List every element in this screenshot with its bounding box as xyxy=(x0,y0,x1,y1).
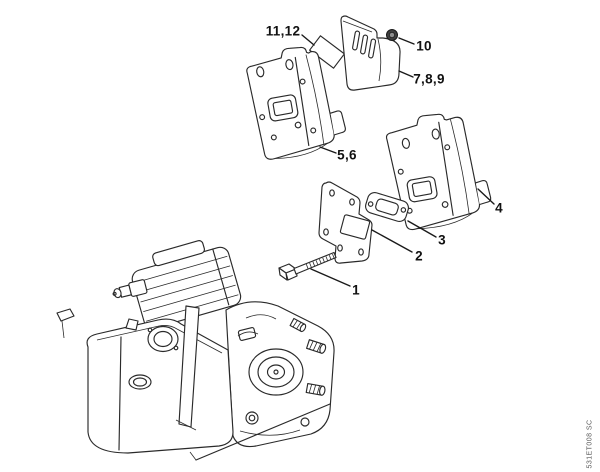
muffler-cover-drawing xyxy=(340,15,401,91)
callout-label-11-12[interactable]: 11,12 xyxy=(265,23,301,39)
callout-label-1[interactable]: 1 xyxy=(352,282,360,298)
gasket-drawing xyxy=(365,191,409,223)
spark-arrestor-screen-drawing xyxy=(309,35,345,69)
screw-drawing xyxy=(278,251,337,281)
engine-assembly-drawing xyxy=(56,240,335,461)
callout-label-10[interactable]: 10 xyxy=(416,38,432,54)
muffler-lower-drawing xyxy=(385,113,492,231)
callout-label-7-8-9[interactable]: 7,8,9 xyxy=(413,71,445,87)
cooling-plate-drawing xyxy=(318,181,373,264)
muffler-upper-drawing xyxy=(246,46,346,160)
nut-drawing xyxy=(386,29,398,41)
callout-label-2[interactable]: 2 xyxy=(415,248,423,264)
callout-label-5-6[interactable]: 5,6 xyxy=(337,147,357,163)
callout-leader-lines xyxy=(301,34,495,287)
callout-label-4[interactable]: 4 xyxy=(495,200,503,216)
callout-label-3[interactable]: 3 xyxy=(438,232,446,248)
image-code-text: 531ET008 SC xyxy=(586,419,594,469)
